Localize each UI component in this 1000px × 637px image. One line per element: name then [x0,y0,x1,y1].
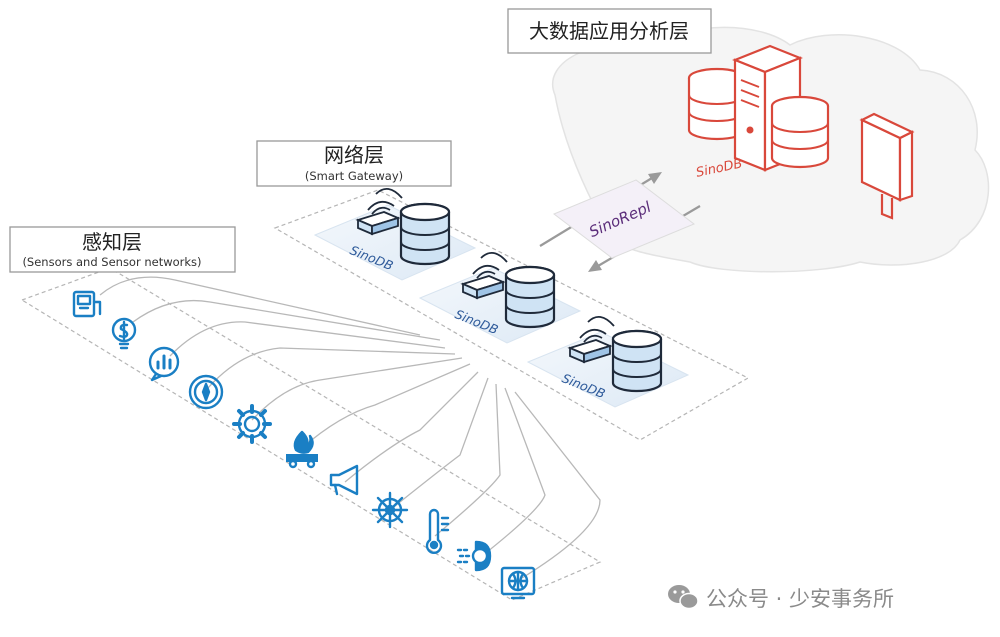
watermark: 公众号 · 少安事务所 [668,585,894,611]
dollar-bulb-icon [111,317,137,350]
compass-icon [188,374,224,410]
megaphone-icon [329,464,359,496]
chat-chart-icon [148,346,180,382]
network-region [273,189,750,441]
network-layer-title: 网络层 [324,143,384,167]
database-icon [504,265,556,329]
watermark-text: 公众号 · 少安事务所 [706,587,894,611]
meter-icon [72,290,102,318]
gateway-1: SinoDB [313,187,477,281]
gateway-3: SinoDB [526,315,690,408]
sinorepl-box: SinoRepl [553,179,695,259]
sensor-wires [99,276,601,579]
database-icon [399,202,451,266]
network-layer-label: 网络层 (Smart Gateway) [256,140,452,187]
sensing-layer-label: 感知层 (Sensors and Sensor networks) [9,226,236,273]
thermometer-icon [425,508,450,554]
globe-monitor-icon [500,566,536,600]
database-icon [611,329,663,393]
gear-icon [232,404,272,444]
gateway-2: SinoDB [418,251,582,344]
monitor-icon [859,112,915,220]
sensor-icons [72,290,536,600]
sensing-layer-title: 感知层 [82,230,142,254]
wechat-icon [668,585,699,610]
sensing-region [20,267,602,601]
cloud-db-icon-right [770,95,830,169]
fire-car-icon [286,430,318,469]
sensing-layer-subtitle: (Sensors and Sensor networks) [22,255,201,269]
cloud-servers: SinoDB [687,44,915,220]
ship-wheel-icon [371,491,409,529]
network-layer-subtitle: (Smart Gateway) [305,169,403,183]
wind-sensor-icon [456,540,492,572]
bigdata-layer-title: 大数据应用分析层 [529,19,689,43]
bigdata-layer-label: 大数据应用分析层 [507,8,712,54]
